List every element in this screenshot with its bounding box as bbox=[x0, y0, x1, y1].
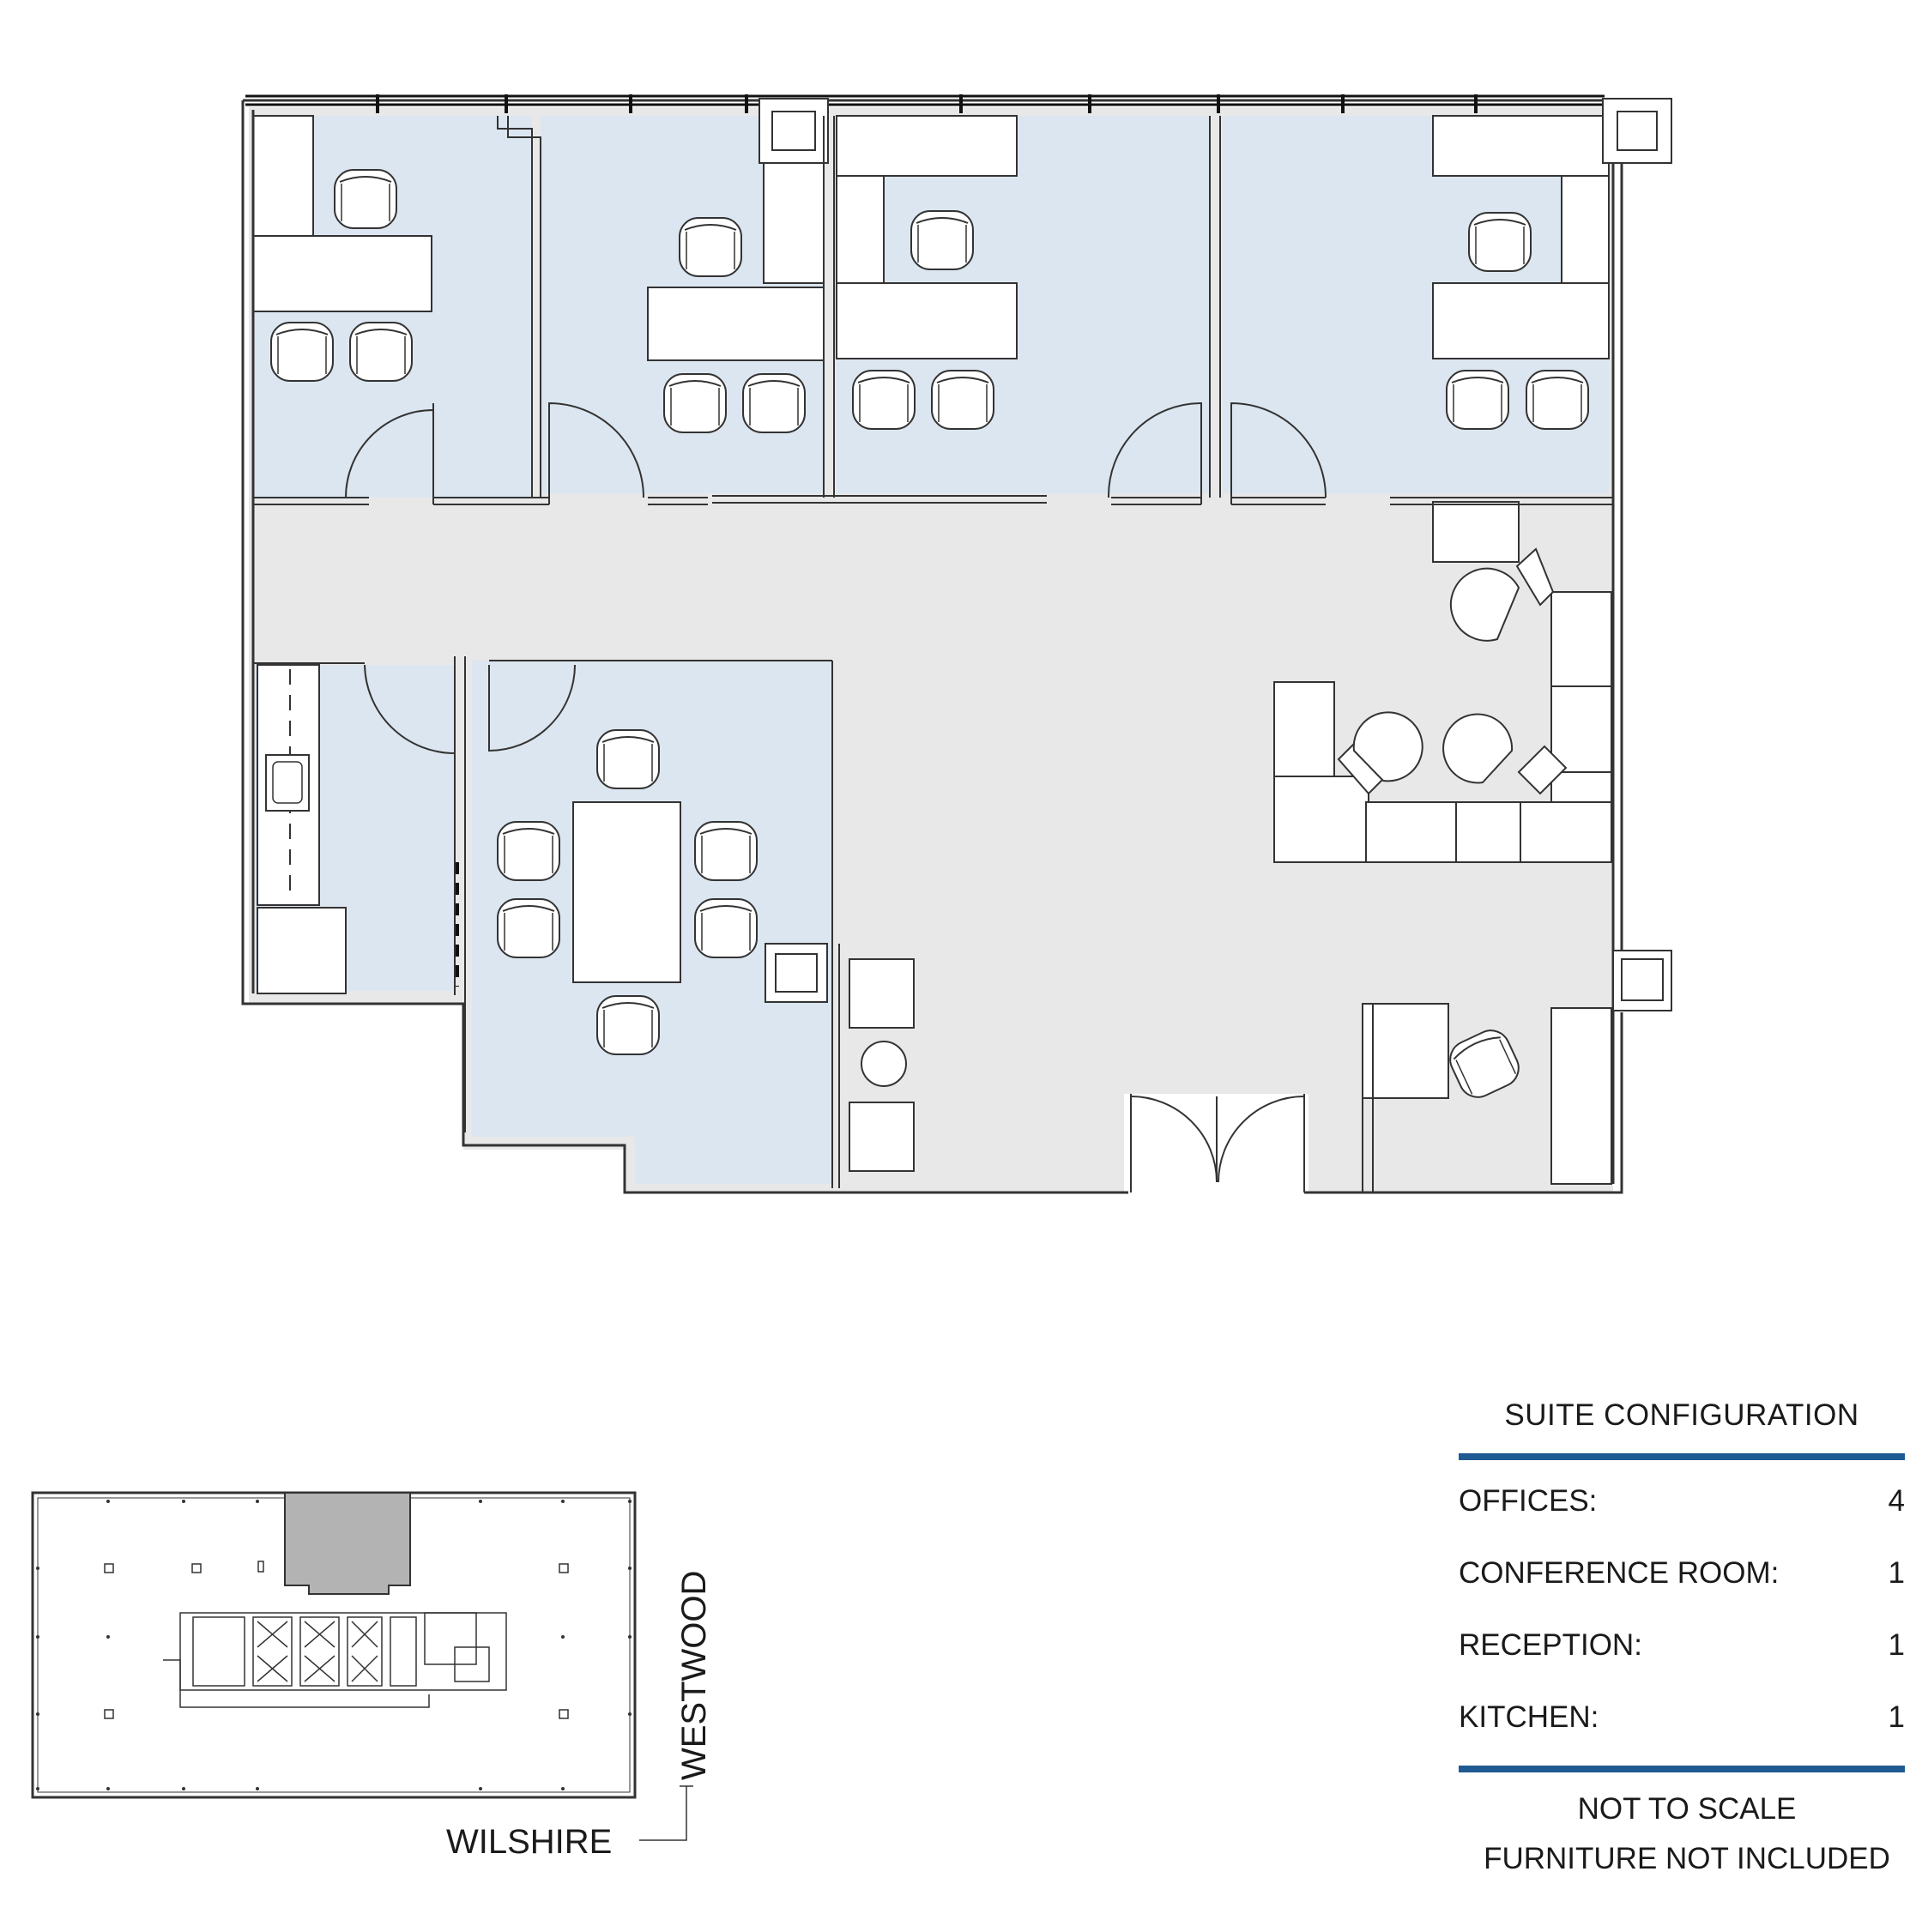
legend-row-conference-room: CONFERENCE ROOM: 1 bbox=[1459, 1537, 1905, 1609]
suite-highlight bbox=[284, 1492, 411, 1595]
legend-row-value: 1 bbox=[1888, 1556, 1905, 1590]
legend-row-value: 1 bbox=[1888, 1628, 1905, 1662]
note-not-to-scale: NOT TO SCALE bbox=[1577, 1792, 1797, 1826]
legend-row-label: RECEPTION: bbox=[1459, 1628, 1642, 1662]
legend-rule-top bbox=[1459, 1453, 1905, 1460]
street-label-westwood: WESTWOOD bbox=[675, 1571, 713, 1780]
legend-row-value: 4 bbox=[1888, 1484, 1905, 1518]
office-3 bbox=[837, 116, 1210, 493]
legend-row-label: KITCHEN: bbox=[1459, 1700, 1599, 1734]
legend-row-label: CONFERENCE ROOM: bbox=[1459, 1556, 1780, 1590]
note-furniture-not-included: FURNITURE NOT INCLUDED bbox=[1484, 1842, 1890, 1875]
suite-configuration-legend: SUITE CONFIGURATION OFFICES: 4 CONFERENC… bbox=[1459, 1390, 1905, 1884]
office-4 bbox=[1223, 116, 1609, 493]
legend-row-value: 1 bbox=[1888, 1700, 1905, 1734]
street-label-wilshire: WILSHIRE bbox=[446, 1823, 612, 1861]
legend-row-reception: RECEPTION: 1 bbox=[1459, 1609, 1905, 1681]
key-plan: WILSHIRE WESTWOOD bbox=[31, 1491, 713, 1861]
legend-row-label: OFFICES: bbox=[1459, 1484, 1598, 1518]
legend-row-kitchen: KITCHEN: 1 bbox=[1459, 1681, 1905, 1754]
legend-title: SUITE CONFIGURATION bbox=[1504, 1398, 1859, 1432]
legend-rule-bottom bbox=[1459, 1766, 1905, 1772]
legend-row-offices: OFFICES: 4 bbox=[1459, 1465, 1905, 1537]
floor-plan bbox=[241, 94, 1672, 1194]
